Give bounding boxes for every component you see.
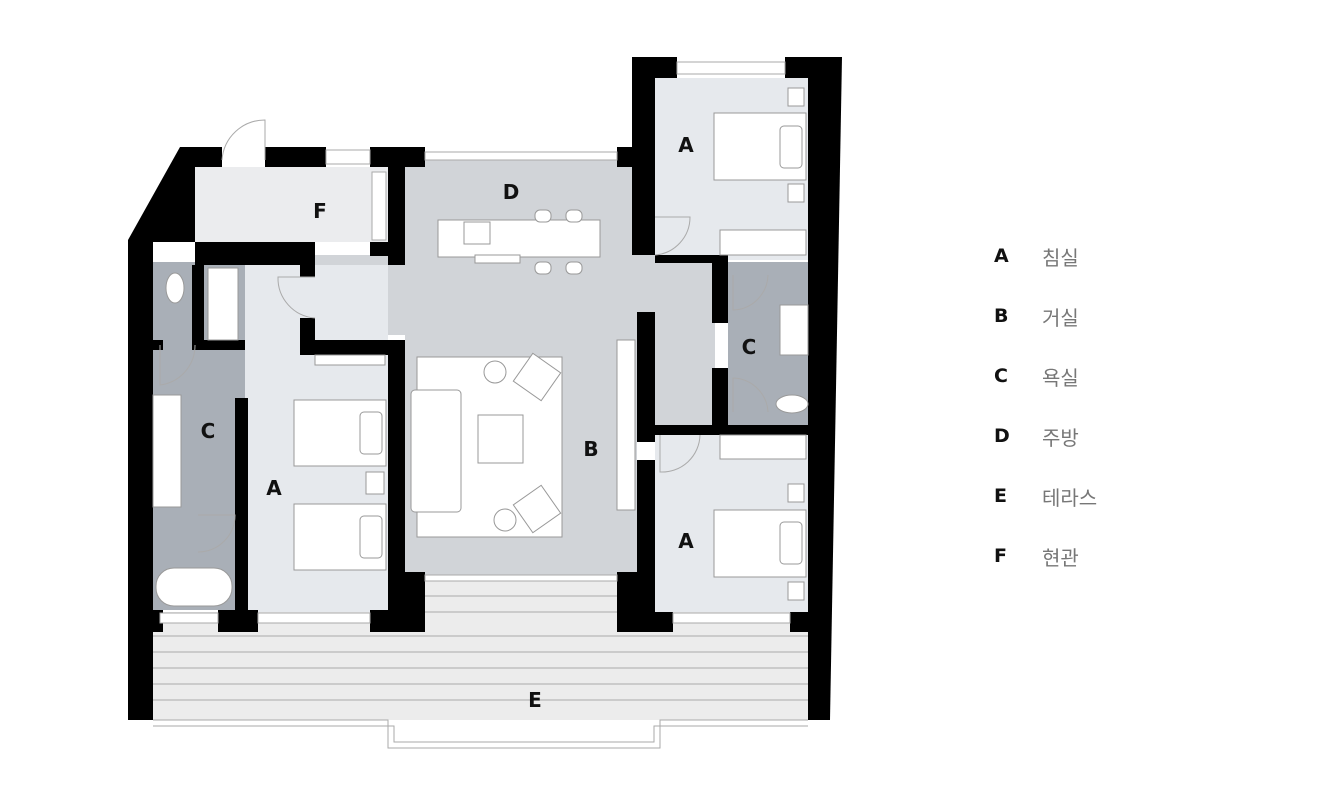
legend: A 침실 B 거실 C 욕실 D 주방 E 테라스 F 현관 bbox=[994, 226, 1097, 586]
furniture bbox=[152, 87, 809, 607]
armchair-icon bbox=[512, 352, 562, 402]
legend-item: A 침실 bbox=[994, 226, 1097, 286]
legend-item: B 거실 bbox=[994, 286, 1097, 346]
doors bbox=[159, 119, 769, 553]
entrance-floor bbox=[195, 167, 388, 242]
sink-vanity bbox=[152, 394, 182, 508]
legend-label: 욕실 bbox=[1042, 365, 1079, 390]
wardrobe-icon bbox=[207, 229, 807, 460]
windows bbox=[159, 61, 791, 624]
sofa-icon bbox=[410, 389, 462, 513]
label-bedroom-bottom-right: A bbox=[678, 529, 694, 553]
label-entrance: F bbox=[313, 199, 327, 223]
legend-label: 현관 bbox=[1042, 545, 1079, 570]
bathtub-icon bbox=[155, 567, 233, 607]
kitchen-sink-icon bbox=[463, 221, 491, 245]
terrace-tiles bbox=[153, 595, 808, 701]
bar-stools-icon bbox=[534, 209, 583, 275]
label-kitchen: D bbox=[503, 180, 520, 204]
legend-item: C 욕실 bbox=[994, 346, 1097, 406]
legend-label: 침실 bbox=[1042, 245, 1079, 270]
label-terrace: E bbox=[528, 688, 542, 712]
legend-label: 주방 bbox=[1042, 425, 1079, 450]
legend-key: F bbox=[994, 545, 1007, 567]
wall-right-slanted bbox=[808, 57, 842, 720]
label-bath-right: C bbox=[742, 335, 757, 359]
wall-left-diagonal bbox=[128, 147, 195, 720]
coffee-table bbox=[477, 414, 524, 464]
legend-key: E bbox=[994, 485, 1007, 507]
sink-vanity bbox=[779, 304, 809, 356]
toilet-icon bbox=[775, 394, 809, 414]
kitchen-island bbox=[437, 219, 601, 258]
terrace-railing bbox=[153, 719, 808, 749]
label-bath-left: C bbox=[201, 419, 216, 443]
legend-item: F 현관 bbox=[994, 526, 1097, 586]
label-bedroom-left: A bbox=[266, 476, 282, 500]
walls bbox=[128, 57, 842, 720]
terrace-bump-floor bbox=[420, 580, 630, 720]
legend-item: E 테라스 bbox=[994, 466, 1097, 526]
armchair-icon bbox=[512, 484, 562, 534]
nightstand-icon bbox=[365, 87, 805, 601]
legend-key: C bbox=[994, 365, 1008, 387]
bed-icon bbox=[293, 112, 807, 578]
tv-console bbox=[616, 339, 636, 511]
label-living: B bbox=[583, 437, 598, 461]
legend-key: D bbox=[994, 425, 1010, 447]
legend-key: A bbox=[994, 245, 1009, 267]
legend-key: B bbox=[994, 305, 1009, 327]
label-bedroom-top-right: A bbox=[678, 133, 694, 157]
legend-item: D 주방 bbox=[994, 406, 1097, 466]
legend-label: 거실 bbox=[1042, 305, 1079, 330]
legend-label: 테라스 bbox=[1042, 485, 1098, 510]
toilet-icon bbox=[165, 272, 185, 304]
room-labels: A A A B C C D E F bbox=[201, 133, 757, 712]
